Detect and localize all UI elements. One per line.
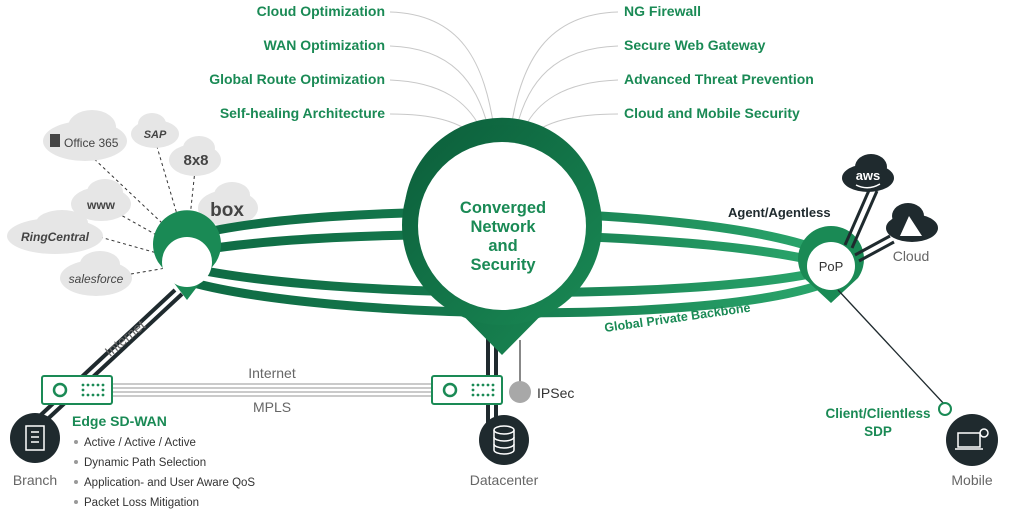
hub-line-2: Network [470,218,536,236]
branch-appliance[interactable] [41,375,113,405]
aws-label: aws [856,168,881,183]
mobile-node [946,414,998,466]
feature-global-route-optimization: Global Route Optimization [209,71,385,87]
user-icon [979,428,989,438]
sdp-line-1: Client/Clientless [825,406,930,421]
cloud-8x8: 8x8 [169,136,221,176]
features-right: NG Firewall Secure Web Gateway Advanced … [624,3,814,121]
internet-diagonal-label: Internet [102,317,149,360]
features-left: Cloud Optimization WAN Optimization Glob… [209,3,385,121]
sdp-marker: Client/Clientless SDP [825,402,952,439]
sdp-line-2: SDP [864,424,892,439]
aws-cloud: aws [842,154,894,192]
agent-agentless-label: Agent/Agentless [728,205,831,220]
internet-label: Internet [248,365,296,381]
office365-label: Office 365 [64,136,119,150]
pop-cloud-links [837,187,946,406]
feature-secure-web-gateway: Secure Web Gateway [624,37,766,53]
www-label: www [86,198,116,212]
app-clouds: Office 365 SAP 8x8 www box RingCentral [7,110,258,296]
converged-hub[interactable]: Converged Network and Security [402,117,602,355]
datacenter-label: Datacenter [470,472,539,488]
edge-bullet-1: Active / Active / Active [84,437,196,449]
pop-label: PoP [819,259,844,274]
ipsec-label: IPSec [537,385,574,401]
hub-line-4: Security [470,256,536,274]
box-label: box [210,200,244,221]
datacenter-node [479,415,529,465]
laptop-icon [957,432,981,448]
ipsec-marker: IPSec [509,381,574,403]
ringcentral-label: RingCentral [21,230,90,244]
cloud-label: Cloud [893,248,930,264]
pop-node[interactable]: PoP [798,226,865,303]
building-icon [25,425,45,451]
edge-title: Edge SD-WAN [72,413,167,429]
salesforce-label: salesforce [69,272,124,286]
hub-line-1: Converged [460,199,546,217]
edge-bullet-2: Dynamic Path Selection [84,457,206,469]
branch-node [10,413,60,463]
eight-by-eight-label: 8x8 [183,152,208,169]
cloud-office365: Office 365 [43,110,127,161]
datacenter-appliance[interactable] [431,375,503,405]
mpls-label: MPLS [253,399,291,415]
azure-cloud [886,203,938,242]
hub-line-3: and [488,237,517,255]
azure-icon [900,216,922,236]
branch-label: Branch [13,472,57,488]
feature-advanced-threat-prevention: Advanced Threat Prevention [624,71,814,87]
feature-connectors [389,11,619,141]
cloud-www: www [71,179,131,221]
feature-cloud-mobile-security: Cloud and Mobile Security [624,105,800,121]
wan-links: Internet MPLS [112,365,432,415]
database-icon [493,425,515,455]
feature-self-healing: Self-healing Architecture [220,105,385,121]
cloud-ringcentral: RingCentral [7,210,103,254]
edge-sdwan-list: Edge SD-WAN Active / Active / Active Dyn… [72,413,255,509]
branch-uplink: Internet [28,288,184,430]
cloud-salesforce: salesforce [60,251,132,296]
cloud-sap: SAP [131,113,179,148]
edge-bullet-3: Application- and User Aware QoS [84,477,255,489]
feature-cloud-optimization: Cloud Optimization [257,3,385,19]
sdwan-node[interactable] [152,210,221,300]
feature-wan-optimization: WAN Optimization [264,37,385,53]
cloud-box: box [198,182,258,226]
edge-bullet-4: Packet Loss Mitigation [84,497,199,509]
feature-ng-firewall: NG Firewall [624,3,701,19]
sap-label: SAP [144,129,167,141]
mobile-label: Mobile [951,472,992,488]
